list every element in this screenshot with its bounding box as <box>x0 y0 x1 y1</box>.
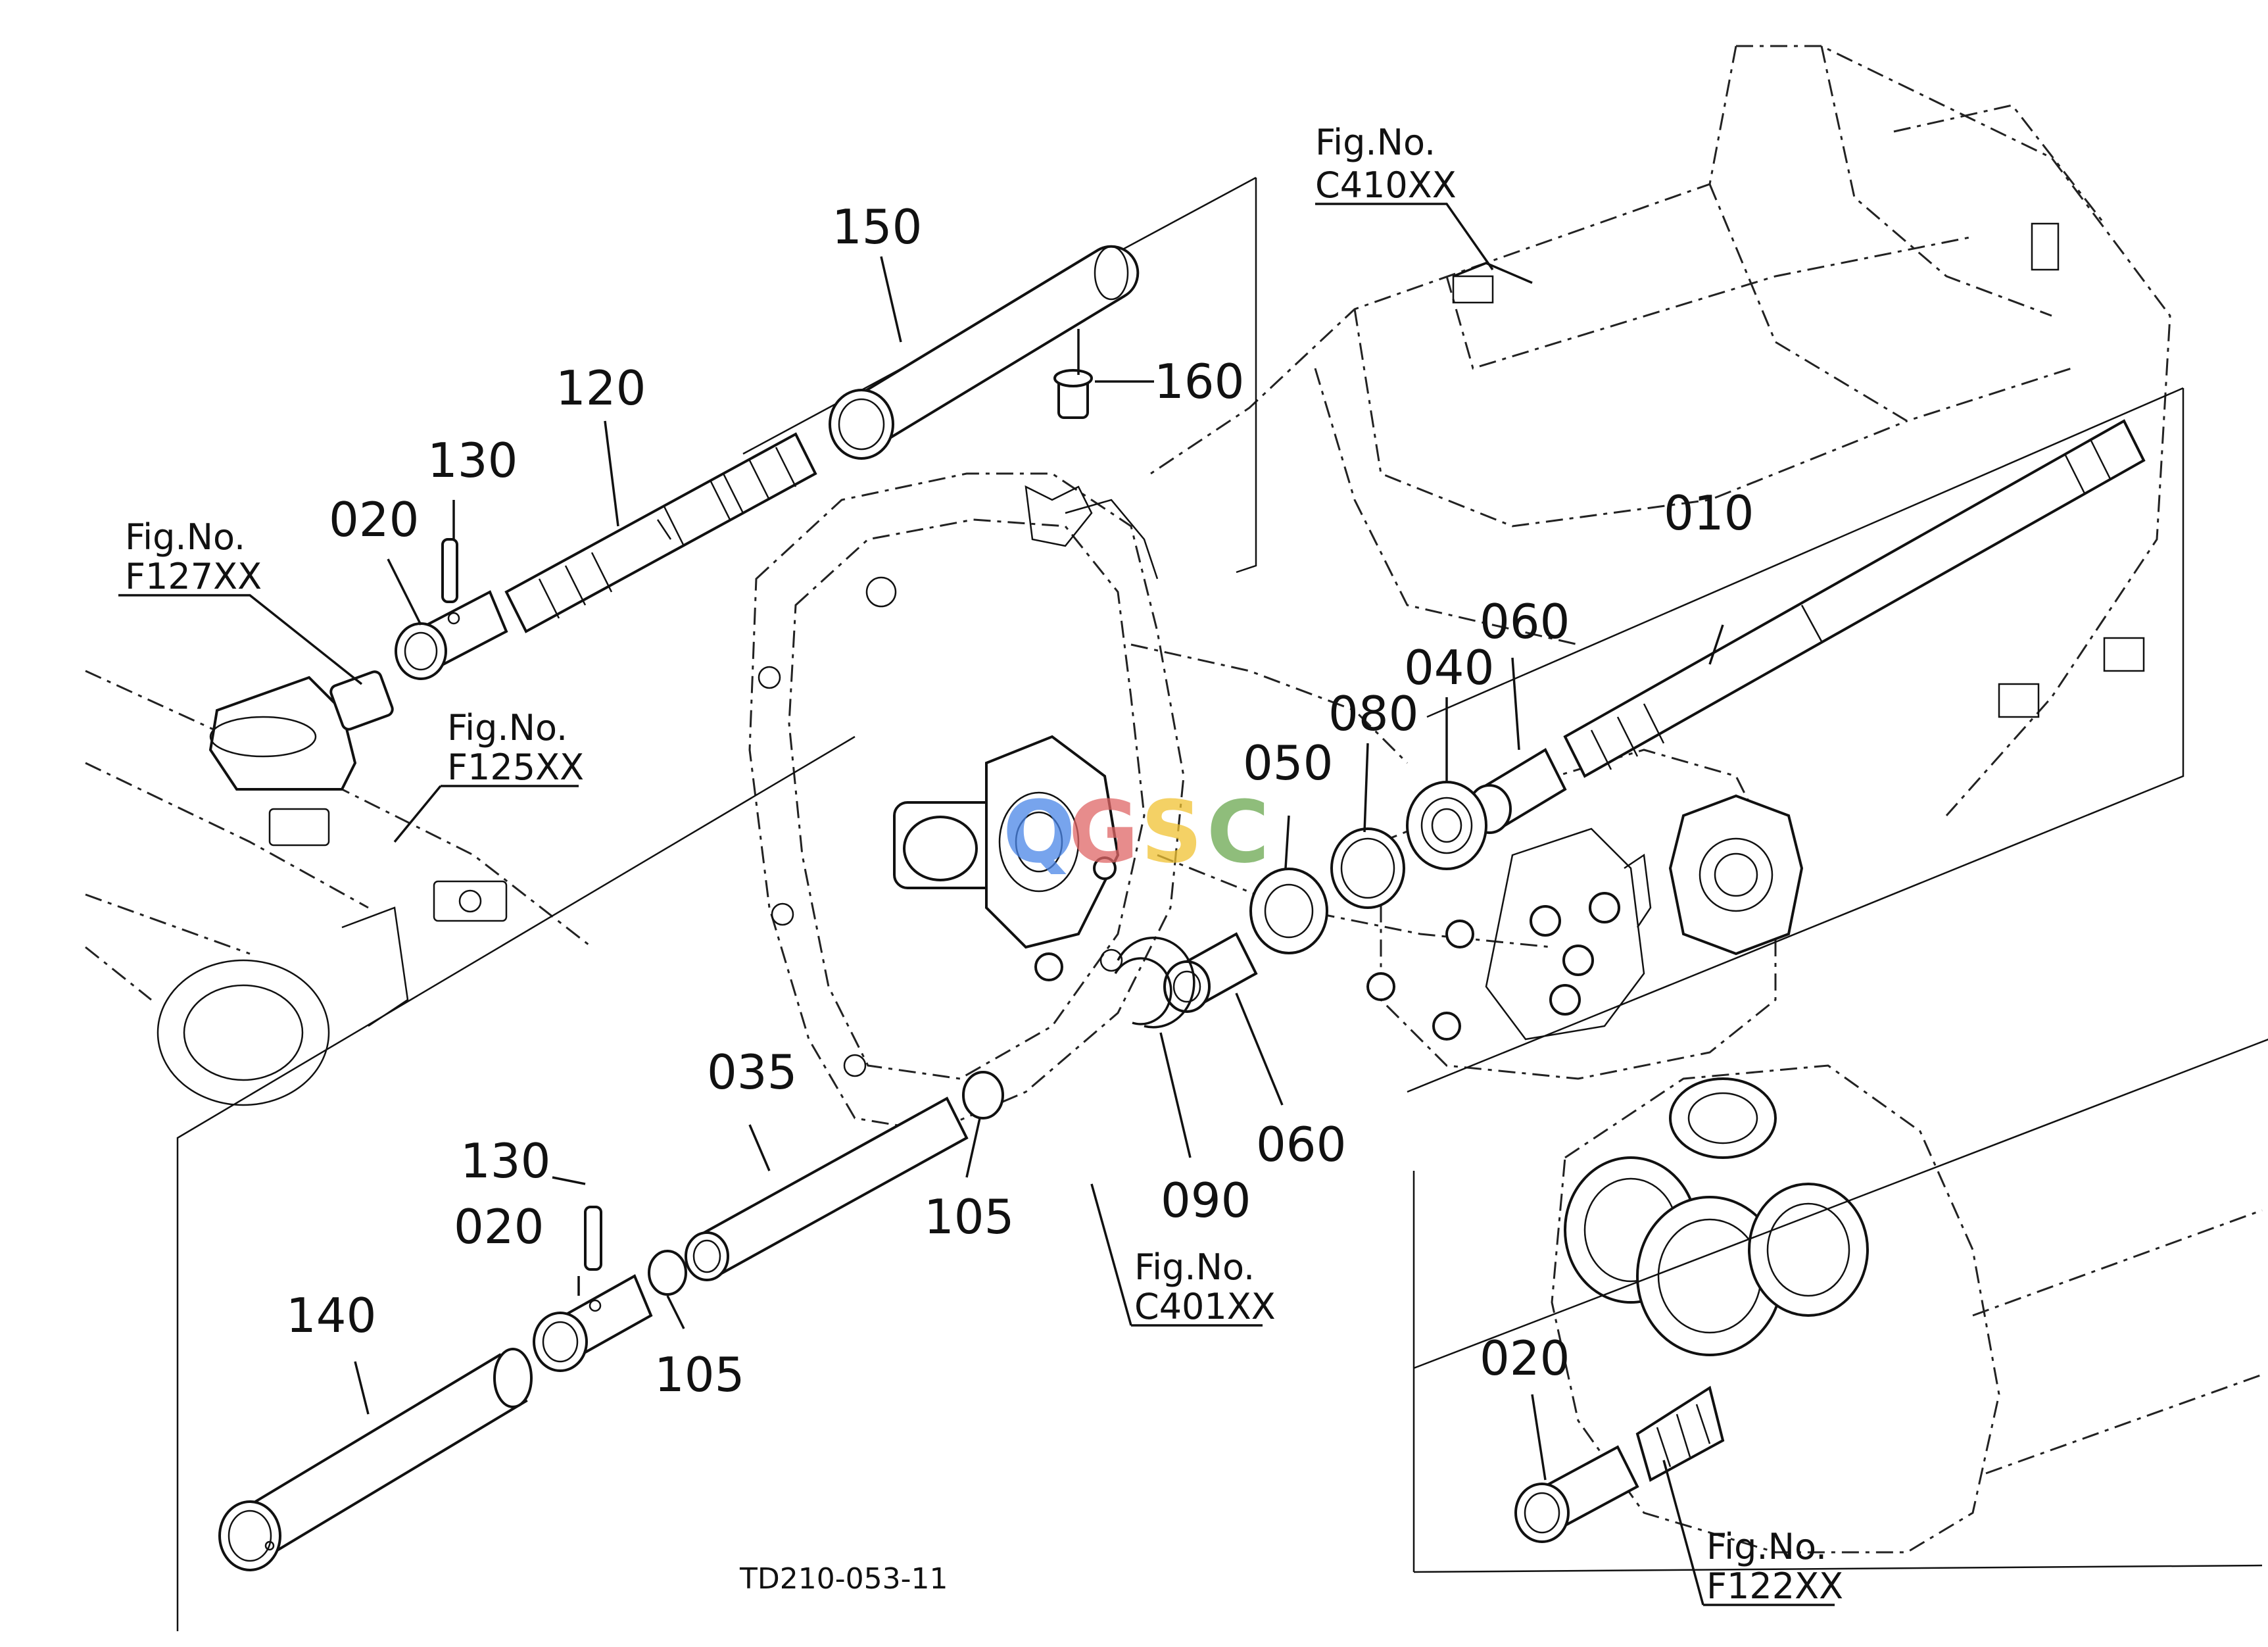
label-150: 150 <box>832 199 922 255</box>
fig-ref-f122-code: F122XX <box>1706 1565 1843 1607</box>
label-160: 160 <box>1154 354 1244 409</box>
part-060-bushing-lower <box>1163 932 1258 1013</box>
fig-ref-c401-label: Fig.No. <box>1134 1246 1255 1288</box>
label-035: 035 <box>707 1045 797 1100</box>
fig-ref-f125-code: F125XX <box>447 747 584 788</box>
label-080: 080 <box>1328 686 1418 741</box>
drawing-code: TD210-053-11 <box>739 1562 948 1596</box>
watermark-letter-s: S <box>1141 782 1203 882</box>
part-080-ring <box>1330 827 1405 909</box>
label-060-lower: 060 <box>1256 1117 1346 1172</box>
rear-cover-outline <box>1551 1064 2263 1554</box>
watermark-letter-g: G <box>1069 782 1139 882</box>
part-040-bearing <box>1406 781 1487 870</box>
fig-ref-f122-label: Fig.No. <box>1706 1526 1827 1567</box>
fig-ref-f125-label: Fig.No. <box>447 707 567 749</box>
label-020-lower: 020 <box>454 1199 544 1254</box>
front-frame-outline <box>85 670 592 1106</box>
watermark-letter-c: C <box>1207 782 1269 882</box>
part-150-sleeve <box>829 245 1140 460</box>
part-160-valve <box>1053 369 1093 419</box>
label-105-lower: 105 <box>654 1347 744 1402</box>
clutch-housing-outline <box>748 472 1553 1133</box>
label-050: 050 <box>1243 735 1333 791</box>
transmission-case-outline <box>1150 45 2171 816</box>
part-035-pipe <box>685 1096 969 1281</box>
part-090-snap-ring <box>1114 937 1195 1029</box>
part-050-seal <box>1249 868 1328 954</box>
label-010: 010 <box>1664 485 1754 541</box>
part-020-coupling-upper <box>395 590 508 680</box>
label-130-upper: 130 <box>427 433 518 488</box>
label-060-upper: 060 <box>1480 594 1570 649</box>
label-140: 140 <box>286 1288 376 1343</box>
part-020-coupling-lower <box>533 1274 653 1372</box>
label-130-lower: 130 <box>460 1133 550 1189</box>
valve-assembly-outline <box>1366 749 1804 1080</box>
watermark-letter-q: Q <box>1003 782 1076 882</box>
part-140-sleeve <box>218 1348 533 1571</box>
part-labels: 150 160 120 130 020 010 060 040 080 050 … <box>286 199 1754 1402</box>
watermark-logo: Q G S C <box>1003 782 1269 882</box>
part-130-pin-upper <box>441 538 458 603</box>
label-105-upper: 105 <box>924 1189 1014 1244</box>
label-090: 090 <box>1161 1173 1251 1228</box>
part-105-oring-upper <box>962 1071 1004 1119</box>
fig-ref-c401-code: C401XX <box>1134 1286 1276 1327</box>
label-020-upper: 020 <box>329 492 419 547</box>
fig-ref-c410-code: C410XX <box>1315 164 1457 206</box>
part-010-shaft <box>1563 419 2146 778</box>
fig-ref-f127-label: Fig.No. <box>125 516 245 558</box>
part-130-pin-lower <box>584 1206 602 1271</box>
label-120: 120 <box>556 360 646 416</box>
part-105-oring-lower <box>648 1250 687 1296</box>
label-040: 040 <box>1404 640 1494 695</box>
leader-lines <box>118 203 1835 1606</box>
part-020-coupling-rear <box>1514 1385 1725 1543</box>
fig-ref-f127-code: F127XX <box>125 556 262 597</box>
fig-ref-c410-label: Fig.No. <box>1315 122 1436 163</box>
label-020-rear: 020 <box>1480 1331 1570 1386</box>
figure-references: Fig.No. C410XX Fig.No. F127XX Fig.No. F1… <box>125 122 1843 1607</box>
part-120-shaft <box>504 432 817 633</box>
